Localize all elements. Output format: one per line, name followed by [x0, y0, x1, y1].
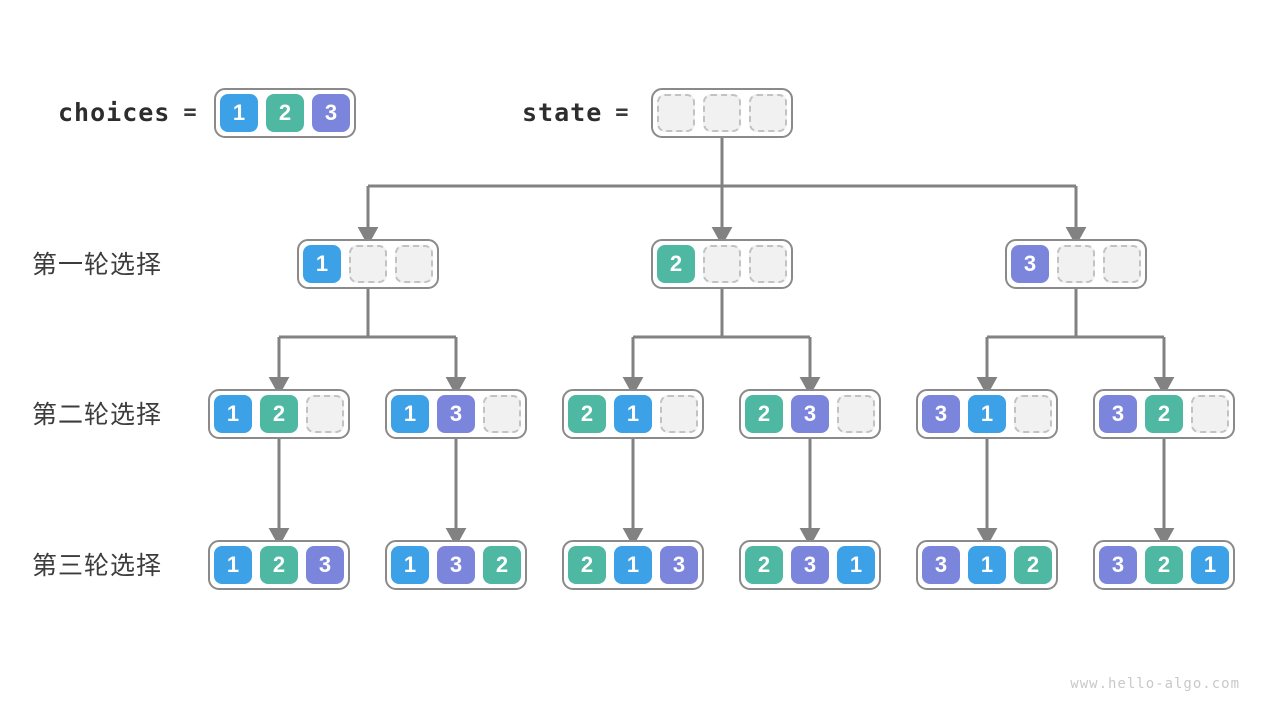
choices-equals-sign: =: [183, 99, 198, 125]
state-cell-filled: 1: [220, 94, 258, 132]
state-cell-empty: [657, 94, 695, 132]
watermark: www.hello-algo.com: [1070, 676, 1240, 692]
state-cell-filled: 2: [1145, 395, 1183, 433]
state-cell-filled: 3: [312, 94, 350, 132]
state-box-r1-2: 2: [651, 239, 793, 289]
state-cell-empty: [749, 94, 787, 132]
state-cell-filled: 1: [214, 546, 252, 584]
state-cell-filled: 2: [483, 546, 521, 584]
state-box-r1-3: 3: [1005, 239, 1147, 289]
state-cell-filled: 3: [306, 546, 344, 584]
state-cell-filled: 1: [968, 395, 1006, 433]
state-cell-filled: 2: [568, 546, 606, 584]
state-cell-filled: 3: [1099, 546, 1137, 584]
state-cell-empty: [1103, 245, 1141, 283]
state-cell-filled: 2: [745, 395, 783, 433]
state-cell-filled: 1: [968, 546, 1006, 584]
state-cell-filled: 3: [437, 395, 475, 433]
state-label-group: state =: [522, 88, 630, 136]
state-cell-filled: 3: [437, 546, 475, 584]
state-cell-filled: 3: [660, 546, 698, 584]
state-equals-sign: =: [615, 99, 630, 125]
state-cell-empty: [1014, 395, 1052, 433]
state-cell-empty: [483, 395, 521, 433]
state-box-r1-1: 1: [297, 239, 439, 289]
state-label: state: [522, 97, 603, 127]
round-2-label: 第二轮选择: [32, 401, 163, 429]
state-cell-filled: 2: [568, 395, 606, 433]
state-cell-filled: 1: [1191, 546, 1229, 584]
state-cell-empty: [749, 245, 787, 283]
state-cell-filled: 2: [1145, 546, 1183, 584]
round-1-label: 第一轮选择: [32, 251, 163, 279]
state-cell-filled: 1: [391, 546, 429, 584]
state-cell-filled: 2: [260, 546, 298, 584]
round-3-label: 第三轮选择: [32, 552, 163, 580]
state-cell-filled: 1: [214, 395, 252, 433]
state-cell-empty: [1191, 395, 1229, 433]
state-cell-empty: [703, 94, 741, 132]
state-cell-filled: 2: [1014, 546, 1052, 584]
state-cell-filled: 2: [657, 245, 695, 283]
state-cell-filled: 2: [260, 395, 298, 433]
state-cell-filled: 1: [303, 245, 341, 283]
state-cell-filled: 2: [266, 94, 304, 132]
state-cell-empty: [349, 245, 387, 283]
state-cell-filled: 3: [791, 546, 829, 584]
state-cell-filled: 2: [745, 546, 783, 584]
choices-label-group: choices =: [58, 88, 198, 136]
state-cell-empty: [395, 245, 433, 283]
state-cell-empty: [1057, 245, 1095, 283]
state-cell-filled: 3: [1099, 395, 1137, 433]
state-cell-filled: 3: [922, 546, 960, 584]
state-cell-filled: 3: [1011, 245, 1049, 283]
state-cell-empty: [703, 245, 741, 283]
state-cell-filled: 1: [391, 395, 429, 433]
state-cell-empty: [306, 395, 344, 433]
state-box-empty: [651, 88, 793, 138]
state-cell-empty: [660, 395, 698, 433]
choices-label: choices: [58, 97, 171, 127]
state-cell-filled: 3: [922, 395, 960, 433]
state-cell-filled: 1: [614, 546, 652, 584]
state-cell-filled: 1: [837, 546, 875, 584]
state-cell-filled: 1: [614, 395, 652, 433]
state-cell-empty: [837, 395, 875, 433]
state-cell-filled: 3: [791, 395, 829, 433]
